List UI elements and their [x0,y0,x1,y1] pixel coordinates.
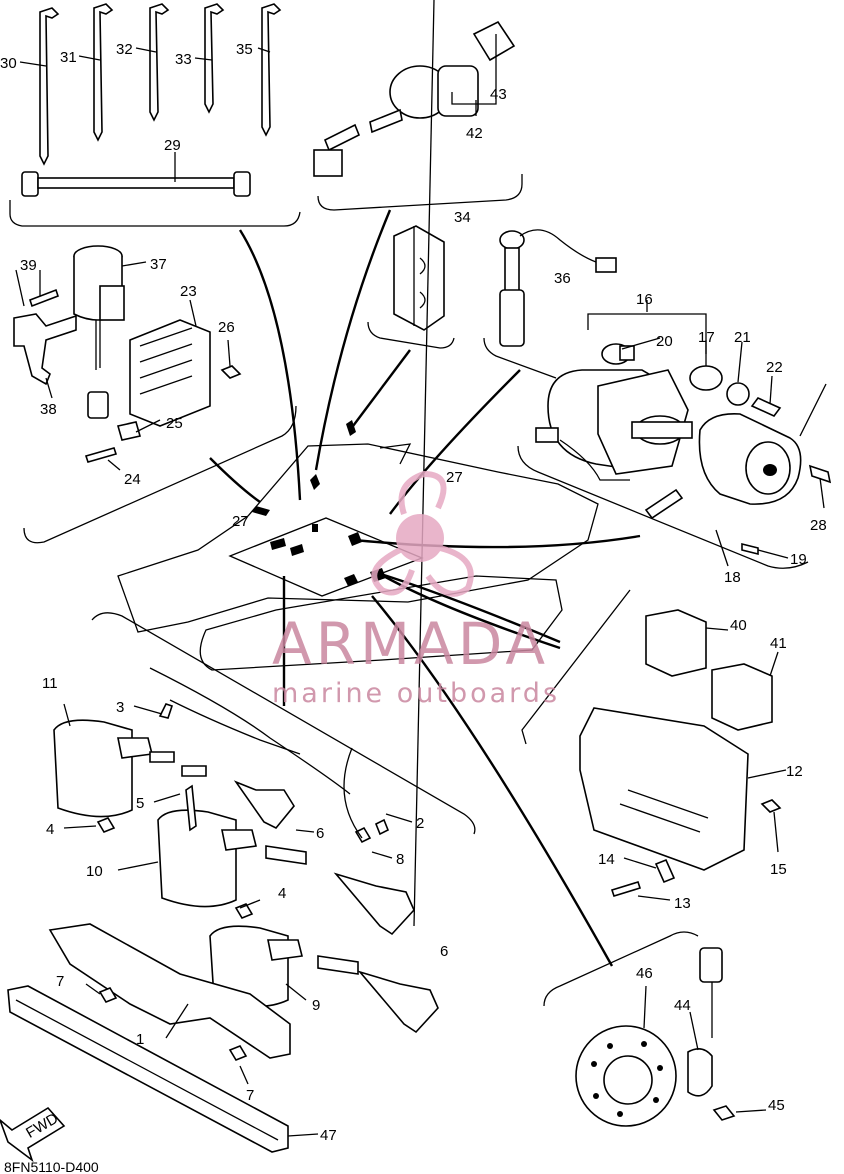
bracket-line-top-mid [317,174,523,211]
callout-label: 34 [454,209,471,226]
callout-label: 14 [598,851,615,868]
callout-label: 7 [56,973,64,990]
leader-arrows [209,209,641,967]
callout-label: 28 [810,517,827,534]
callout-labels: 30 31 32 33 35 29 42 43 34 36 16 20 17 2… [0,41,827,1144]
callout-label: 11 [42,675,58,692]
callout-label: 19 [790,551,807,568]
callout-label: 17 [698,329,715,346]
chassis-outline [117,420,599,671]
sensor-assembly-16 [535,300,832,567]
watermark-tagline: marine outboards [272,678,560,709]
callout-label: 16 [636,291,653,308]
callout-label: 3 [116,699,124,716]
callout-label: 36 [554,270,571,287]
bracket-line-bottom-right [543,931,699,1007]
callout-label: 2 [416,815,424,832]
callout-label: 4 [278,885,286,902]
cover-bar-47 [7,985,319,1153]
callout-label: 26 [218,319,235,336]
callout-label: 20 [656,333,673,350]
callout-label: 21 [734,329,751,346]
bracket-line-36 [483,337,557,379]
bracket-line-left [23,405,297,544]
callout-label: 35 [236,41,253,58]
callout-label: 24 [124,471,141,488]
bracket-line-34 [367,321,455,349]
callout-label: 23 [180,283,197,300]
armada-watermark: ARMADA marine outboards [272,470,560,709]
callout-label: 43 [490,86,507,103]
callout-label: 6 [440,943,448,960]
callout-label: 27 [232,513,249,530]
callout-label: 38 [40,401,57,418]
callout-label: 10 [86,863,103,880]
sensor-36 [499,229,617,347]
callout-label: 44 [674,997,691,1014]
bracket-line-ecu [521,589,631,745]
callout-label: 33 [175,51,192,68]
callout-label: 7 [246,1087,254,1104]
callout-label: 31 [60,49,77,66]
callout-label: 18 [724,569,741,586]
flywheel-group [575,947,767,1127]
callout-label: 5 [136,795,144,812]
cable-ties-group [19,3,282,166]
callout-label: 39 [20,257,37,274]
watermark-brand: ARMADA [272,610,549,678]
callout-label: 29 [164,137,181,154]
callout-label: 12 [786,763,803,780]
callout-label: 37 [150,256,167,273]
left-electrical-group [13,245,242,471]
callout-label: 25 [166,415,183,432]
bracket-line-top-left [9,200,301,227]
callout-label: 8 [396,851,404,868]
callout-label: 9 [312,997,320,1014]
callout-label: 22 [766,359,783,376]
callout-label: 4 [46,821,54,838]
callout-label: 45 [768,1097,785,1114]
fuse-holder-29 [21,152,251,197]
callout-label: 47 [320,1127,337,1144]
bracket-line-right [517,445,809,569]
callout-label: 1 [136,1031,144,1048]
ignition-coils-group [48,0,439,1085]
callout-label: 27 [446,469,463,486]
callout-label: 46 [636,965,653,982]
drawing-code: 8FN5110-D400 [4,1159,99,1174]
fwd-arrow-icon: FWD [0,1106,66,1163]
armada-logo-icon [371,470,474,597]
callout-label: 41 [770,635,787,652]
bracket-line-coils [91,612,476,835]
callout-label: 42 [466,125,483,142]
holder-34 [393,225,445,331]
callout-label: 40 [730,617,747,634]
main-switch-42 [313,20,516,177]
callout-label: 32 [116,41,133,58]
callout-label: 6 [316,825,324,842]
callout-label: 13 [674,895,691,912]
callout-label: 15 [770,861,787,878]
ecu-group [579,609,787,901]
callout-label: 30 [0,55,17,72]
